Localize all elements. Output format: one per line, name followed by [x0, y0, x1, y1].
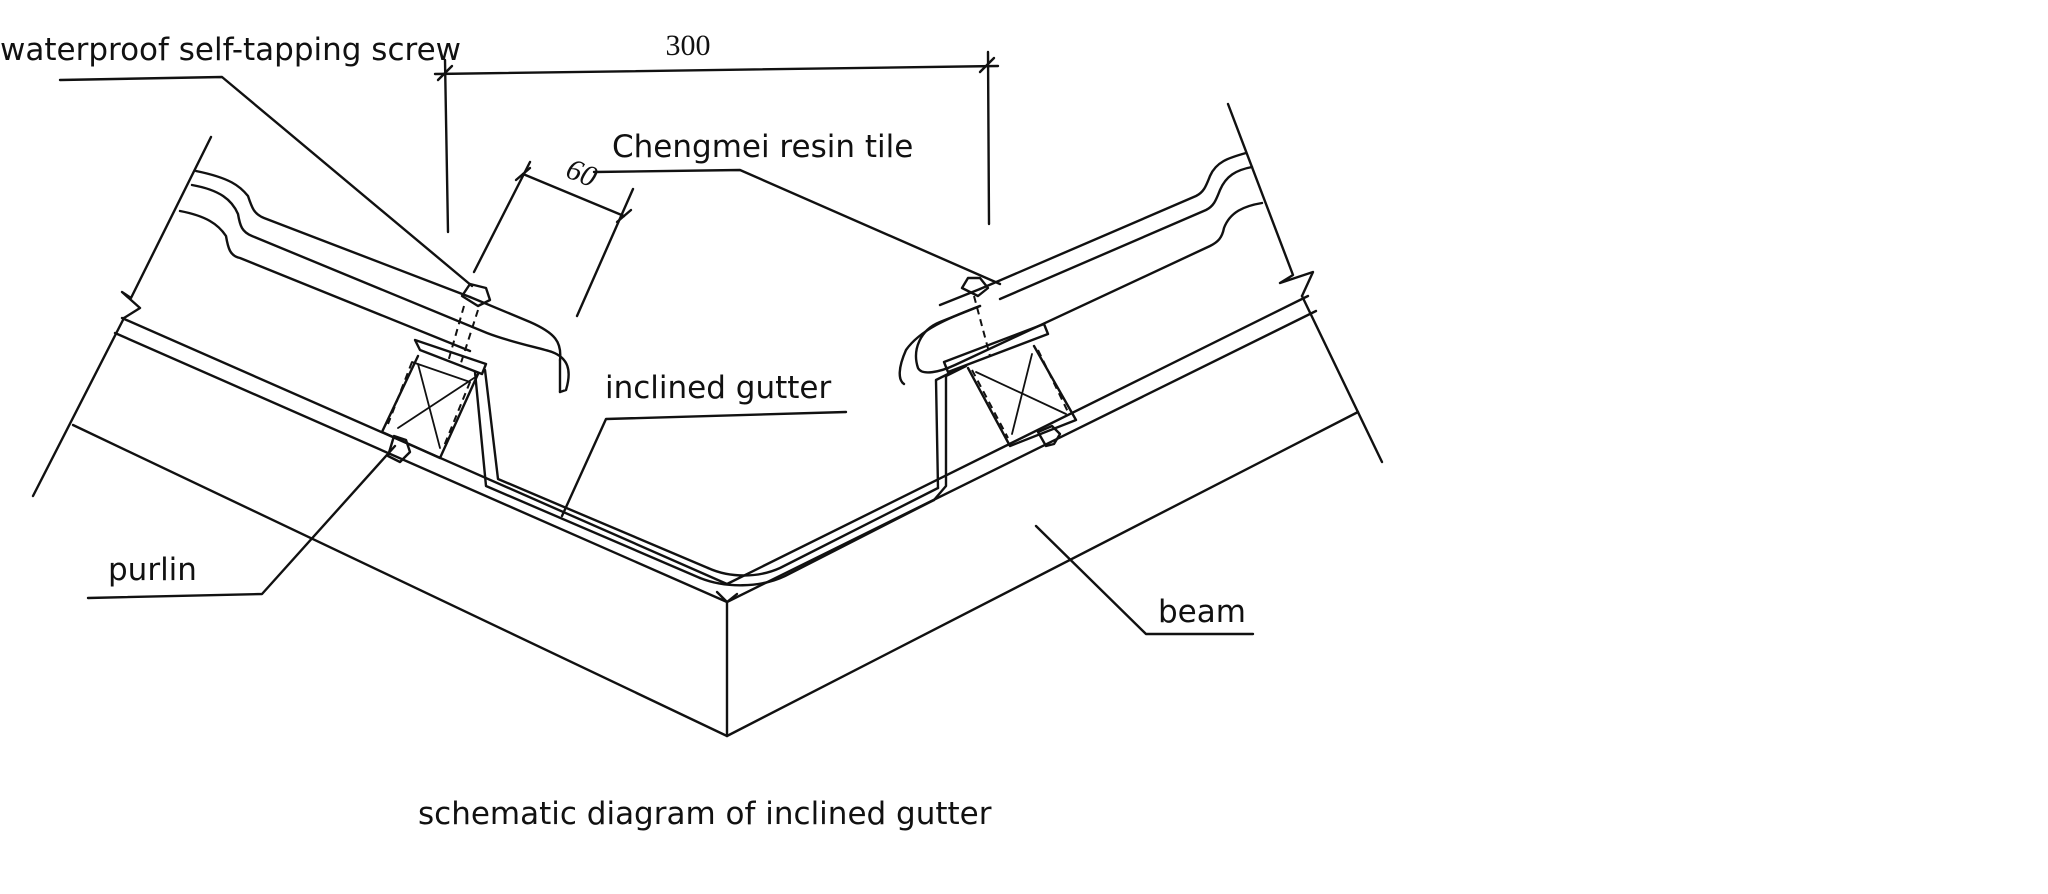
- tile-left-bottom-profile: [178, 209, 472, 353]
- beam-corner-edge: [715, 590, 739, 604]
- dim-60-ext-right: [575, 187, 635, 318]
- beam-right-inner-edge: [725, 309, 1318, 604]
- gutter-bottom-curve-outer: [706, 486, 940, 577]
- dim-300-ext-right: [986, 50, 991, 226]
- purlin-right-cap: [942, 322, 1050, 374]
- label-gutter: inclined gutter: [560, 370, 848, 518]
- diagram-caption: schematic diagram of inclined gutter: [418, 796, 992, 832]
- purlin-left-body: [380, 354, 480, 460]
- dim-300-tick-left: [436, 64, 454, 82]
- screw-right-head: [960, 276, 990, 298]
- leader-purlin: [86, 444, 397, 600]
- tile-left-underside: [468, 295, 562, 362]
- label-tile: Chengmei resin tile: [592, 129, 1002, 286]
- label-tile-text: Chengmei resin tile: [612, 129, 913, 165]
- leader-screw: [58, 75, 474, 288]
- beam-right-top-edge: [725, 294, 1310, 586]
- purlin-left: [380, 338, 488, 464]
- dimension-60: 60: [472, 152, 635, 318]
- screw-left-head: [460, 282, 492, 308]
- purlin-left-cross-c: [411, 361, 471, 383]
- dim-300-ext-left: [443, 58, 450, 234]
- purlin-right: [942, 322, 1078, 448]
- purlin-right-cross-a: [975, 371, 1067, 415]
- break-line-left-lower: [31, 316, 126, 498]
- label-beam: beam: [1034, 524, 1255, 636]
- inclined-gutter: [473, 364, 968, 587]
- tile-right-mid-profile: [998, 165, 1254, 301]
- dim-60-line: [521, 172, 626, 218]
- dim-60-tick-right: [615, 208, 633, 224]
- screw-left: [447, 282, 492, 367]
- resin-tile-right: [898, 151, 1264, 386]
- purlin-right-hatch-left: [971, 369, 1009, 439]
- purlin-left-hatch-right: [443, 381, 471, 447]
- dim-300-tick-right: [978, 56, 996, 74]
- label-screw: waterproof self-tapping screw: [0, 32, 474, 288]
- label-beam-text: beam: [1158, 594, 1246, 630]
- break-line-right-lower: [1300, 294, 1384, 464]
- gutter-left-riser-outer: [483, 368, 710, 570]
- purlin-right-bottom-nut: [1036, 424, 1062, 448]
- beam-right-bottom-edge: [725, 410, 1360, 738]
- purlin-left-cross-a: [417, 363, 441, 449]
- leader-tile: [592, 168, 1002, 286]
- dim-300-text: 300: [666, 29, 711, 62]
- tile-left-top-profile: [194, 169, 472, 299]
- gutter-right-riser-inner: [932, 364, 968, 502]
- label-purlin-text: purlin: [108, 552, 197, 588]
- screw-right: [960, 276, 991, 357]
- leader-beam: [1034, 524, 1255, 636]
- dimension-300: 300: [433, 29, 1000, 234]
- break-line-right-upper: [1226, 102, 1315, 298]
- label-screw-text: waterproof self-tapping screw: [0, 32, 461, 68]
- tile-right-top-profile: [978, 151, 1248, 291]
- gutter-bottom-curve-inner: [698, 498, 936, 587]
- tile-right-bottom-profile: [914, 201, 1264, 374]
- screw-left-shank-b: [459, 309, 479, 367]
- beam-left-inner-edge: [113, 331, 729, 604]
- screw-left-shank-a: [447, 305, 465, 363]
- resin-tile-left: [178, 169, 570, 394]
- screw-right-shank-a: [973, 295, 991, 357]
- break-lines: [31, 102, 1384, 498]
- leader-gutter: [560, 410, 848, 518]
- dim-300-line: [433, 64, 1000, 76]
- purlin-right-cross-b: [1011, 353, 1033, 435]
- beam-left-bottom-edge: [71, 423, 729, 738]
- tile-left-mid-profile: [190, 183, 570, 394]
- tile-right-upper-edge: [938, 287, 982, 307]
- break-line-left-upper: [120, 135, 213, 320]
- dim-60-tick-left: [514, 166, 532, 182]
- beam: [71, 294, 1360, 738]
- dim-60-text: 60: [561, 152, 601, 194]
- tile-right-lower-edge: [898, 304, 982, 386]
- gutter-left-riser-inner: [473, 370, 702, 580]
- purlin-left-cap: [413, 338, 488, 376]
- dim-60-ext-left: [472, 160, 532, 274]
- purlin-left-cross-b: [397, 377, 475, 429]
- label-gutter-text: inclined gutter: [605, 370, 831, 406]
- label-purlin: purlin: [86, 444, 397, 600]
